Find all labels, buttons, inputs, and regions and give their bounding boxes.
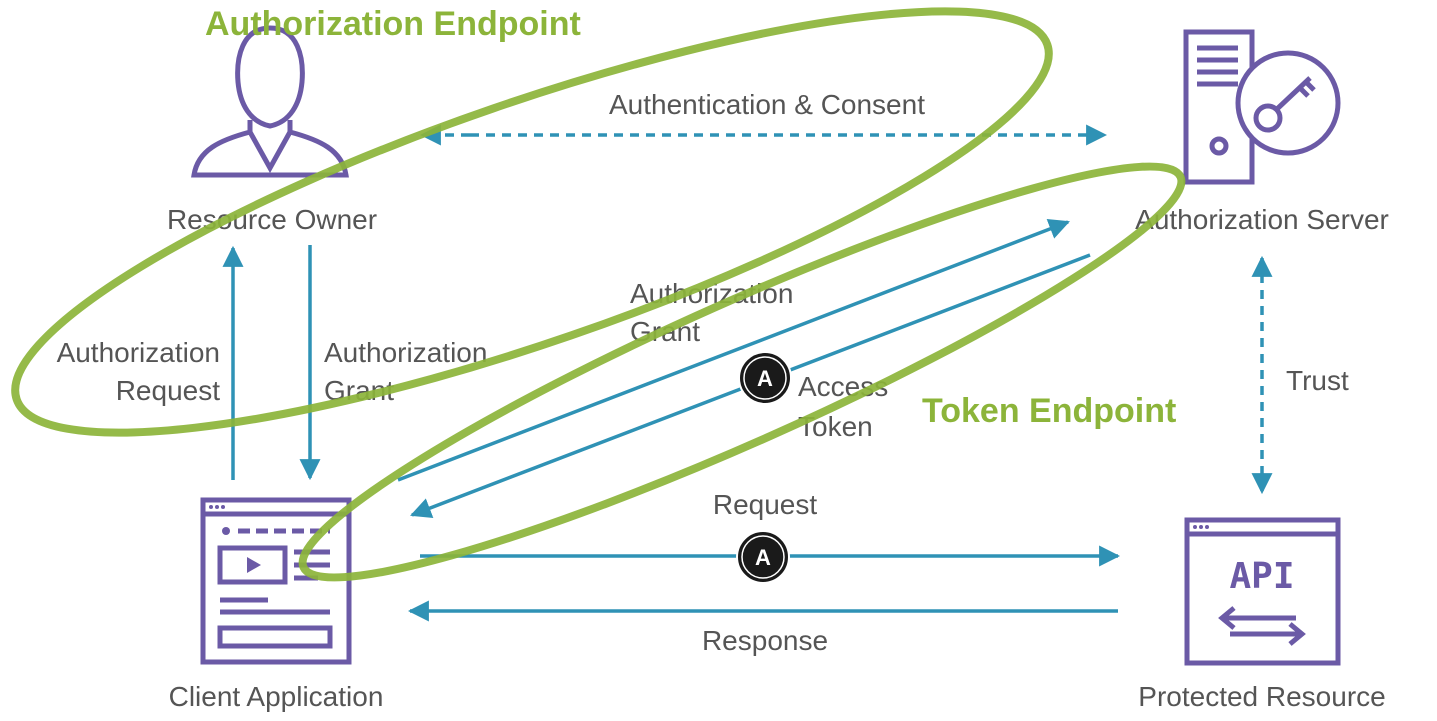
authorization-server-label: Authorization Server xyxy=(1135,204,1389,235)
protected-resource-icon: API xyxy=(1184,517,1341,666)
authorization-grant-left-label: Authorization xyxy=(324,337,487,368)
authorization-request-label: Request xyxy=(116,375,221,406)
api-label: API xyxy=(1229,556,1294,597)
authorization-request-label: Authorization xyxy=(57,337,220,368)
oauth-badge-letter: A xyxy=(757,366,773,391)
authorization-grant-right-arrow xyxy=(397,218,1070,482)
request-label: Request xyxy=(713,489,818,520)
protected-resource-label: Protected Resource xyxy=(1138,681,1385,712)
response-label: Response xyxy=(702,625,828,656)
client-application-label: Client Application xyxy=(169,681,384,712)
trust-label: Trust xyxy=(1286,365,1349,396)
oauth-badge-icon: A xyxy=(736,530,790,584)
resource-owner-icon xyxy=(191,25,349,178)
authorization-endpoint-title: Authorization Endpoint xyxy=(205,5,581,43)
oauth-badge-icon: A xyxy=(738,351,792,405)
token-endpoint-title: Token Endpoint xyxy=(922,392,1176,430)
oauth-badge-letter: A xyxy=(755,545,771,570)
authorization-endpoint-highlight xyxy=(11,7,1053,437)
authorization-server-icon xyxy=(1183,29,1341,185)
authentication-consent-label: Authentication & Consent xyxy=(609,89,925,120)
token-endpoint-highlight xyxy=(298,162,1186,582)
